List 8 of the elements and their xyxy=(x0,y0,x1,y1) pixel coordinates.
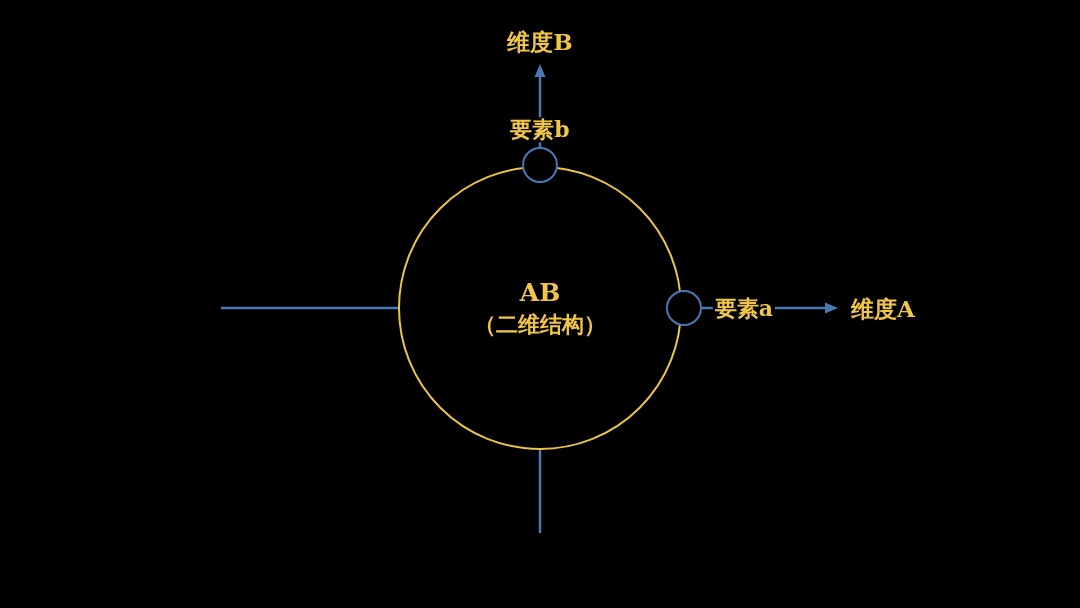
axis-label: 维度B xyxy=(507,28,573,56)
node-subtitle: （二维结构） xyxy=(474,309,606,339)
node-title: AB xyxy=(519,277,561,310)
element-label: 要素b xyxy=(508,117,572,143)
element-label: 要素a xyxy=(712,296,776,322)
element-circle-marker xyxy=(522,147,558,183)
element-circle-marker xyxy=(666,290,702,326)
axis-label: 维度A xyxy=(851,295,915,323)
